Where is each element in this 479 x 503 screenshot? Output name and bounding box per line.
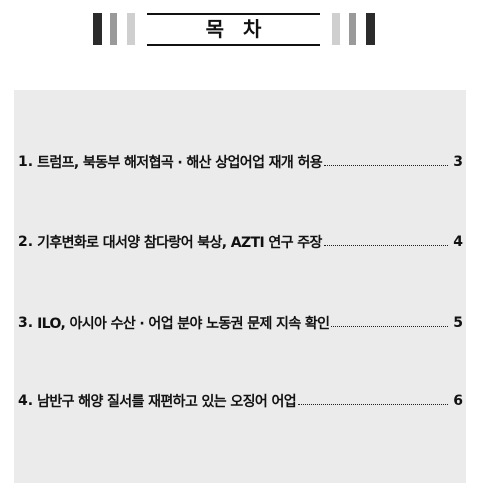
- toc-entry-title[interactable]: 기후변화로 대서양 참다랑어 북상, AZTI 연구 주장: [37, 235, 322, 251]
- decorative-bar-right-light: [332, 13, 340, 45]
- toc-entry[interactable]: 2. 기후변화로 대서양 참다랑어 북상, AZTI 연구 주장 4: [18, 230, 463, 254]
- toc-entry[interactable]: 1. 트럼프, 북동부 해저협곡 · 해산 상업어업 재개 허용 3: [18, 150, 463, 174]
- toc-entry-page: 3: [453, 154, 463, 170]
- toc-entry-page: 4: [453, 234, 463, 250]
- toc-entry-number: 4.: [18, 393, 34, 409]
- title-rule-bottom: [147, 44, 320, 46]
- decorative-bar-right-mid: [349, 13, 356, 45]
- toc-entry-number: 3.: [18, 315, 34, 331]
- toc-entry-page: 6: [453, 393, 463, 409]
- dot-leader: [324, 164, 448, 166]
- toc-header: 목 차: [0, 0, 479, 60]
- toc-entry[interactable]: 4. 남반구 해양 질서를 재편하고 있는 오징어 어업 6: [18, 389, 463, 413]
- decorative-bar-left-dark: [93, 13, 102, 45]
- title-rule-top: [147, 13, 320, 15]
- toc-entry-page: 5: [453, 315, 463, 331]
- page-title: 목 차: [205, 17, 268, 41]
- toc-entry-title[interactable]: 남반구 해양 질서를 재편하고 있는 오징어 어업: [37, 394, 297, 410]
- dot-leader: [331, 325, 448, 327]
- toc-entry-number: 1.: [18, 154, 34, 170]
- toc-entry-title[interactable]: 트럼프, 북동부 해저협곡 · 해산 상업어업 재개 허용: [37, 155, 323, 171]
- decorative-bar-left-light: [127, 13, 135, 45]
- toc-entry-number: 2.: [18, 234, 34, 250]
- dot-leader: [298, 403, 448, 405]
- decorative-bar-right-dark: [366, 13, 375, 45]
- dot-leader: [323, 244, 448, 246]
- toc-list: 1. 트럼프, 북동부 해저협곡 · 해산 상업어업 재개 허용 3 2. 기후…: [14, 90, 466, 483]
- toc-entry-title[interactable]: ILO, 아시아 수산 · 어업 분야 노동권 문제 지속 확인: [37, 316, 330, 332]
- decorative-bar-left-mid: [110, 13, 117, 45]
- toc-entry[interactable]: 3. ILO, 아시아 수산 · 어업 분야 노동권 문제 지속 확인 5: [18, 311, 463, 335]
